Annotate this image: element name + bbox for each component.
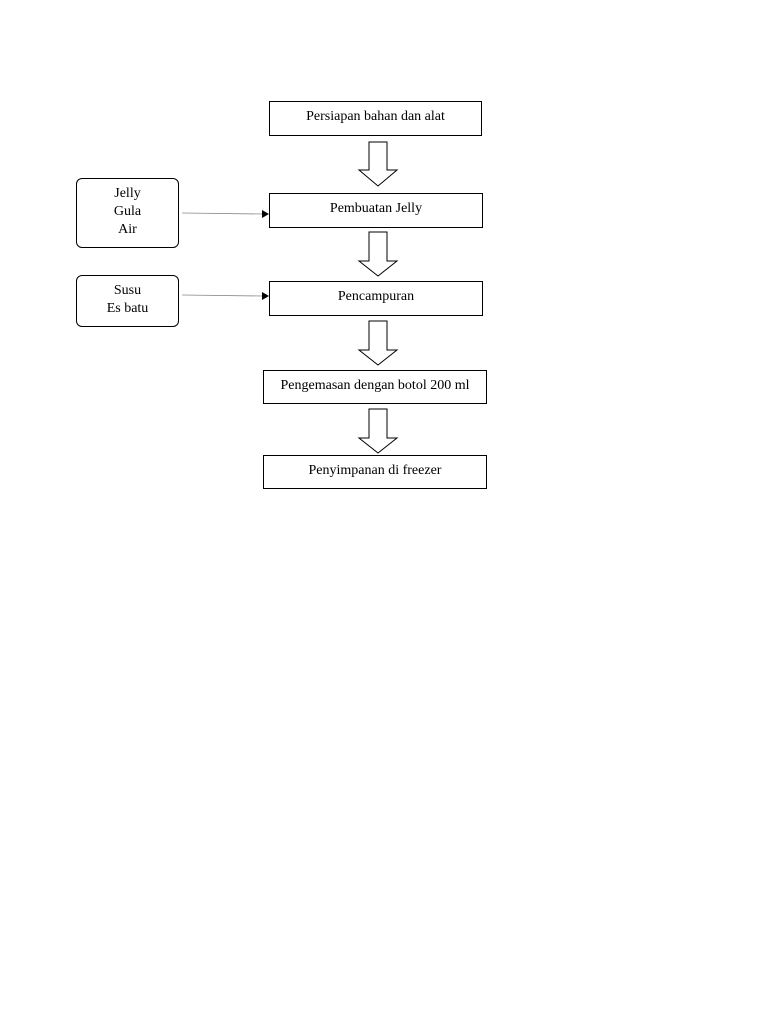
input-line: Susu [113,283,142,298]
input-line: Gula [113,204,142,219]
step-label: Penyimpanan di freezer [308,463,442,478]
flow-arrow-4 [357,408,399,454]
input-connector-1 [181,212,263,215]
step-label: Persiapan bahan dan alat [306,109,445,124]
step-penyimpanan-box: Penyimpanan di freezer [263,455,487,489]
input-ingredients-mix-box: Susu Es batu [76,275,179,327]
input-ingredients-jelly-box: Jelly Gula Air [76,178,179,248]
flow-arrow-3 [357,320,399,366]
step-persiapan-box: Persiapan bahan dan alat [269,101,482,136]
step-pengemasan-box: Pengemasan dengan botol 200 ml [263,370,487,404]
step-label: Pembuatan Jelly [329,201,423,216]
input-connector-1-arrowhead [262,210,269,218]
step-label: Pengemasan dengan botol 200 ml [280,378,470,393]
input-line: Air [118,222,137,237]
step-pembuatan-jelly-box: Pembuatan Jelly [269,193,483,228]
input-connector-2 [181,294,263,297]
flow-arrow-2 [357,231,399,277]
flow-arrow-1 [357,141,399,187]
input-line: Jelly [114,186,141,201]
step-pencampuran-box: Pencampuran [269,281,483,316]
input-line: Es batu [106,301,149,316]
input-connector-2-arrowhead [262,292,269,300]
step-label: Pencampuran [337,289,415,304]
